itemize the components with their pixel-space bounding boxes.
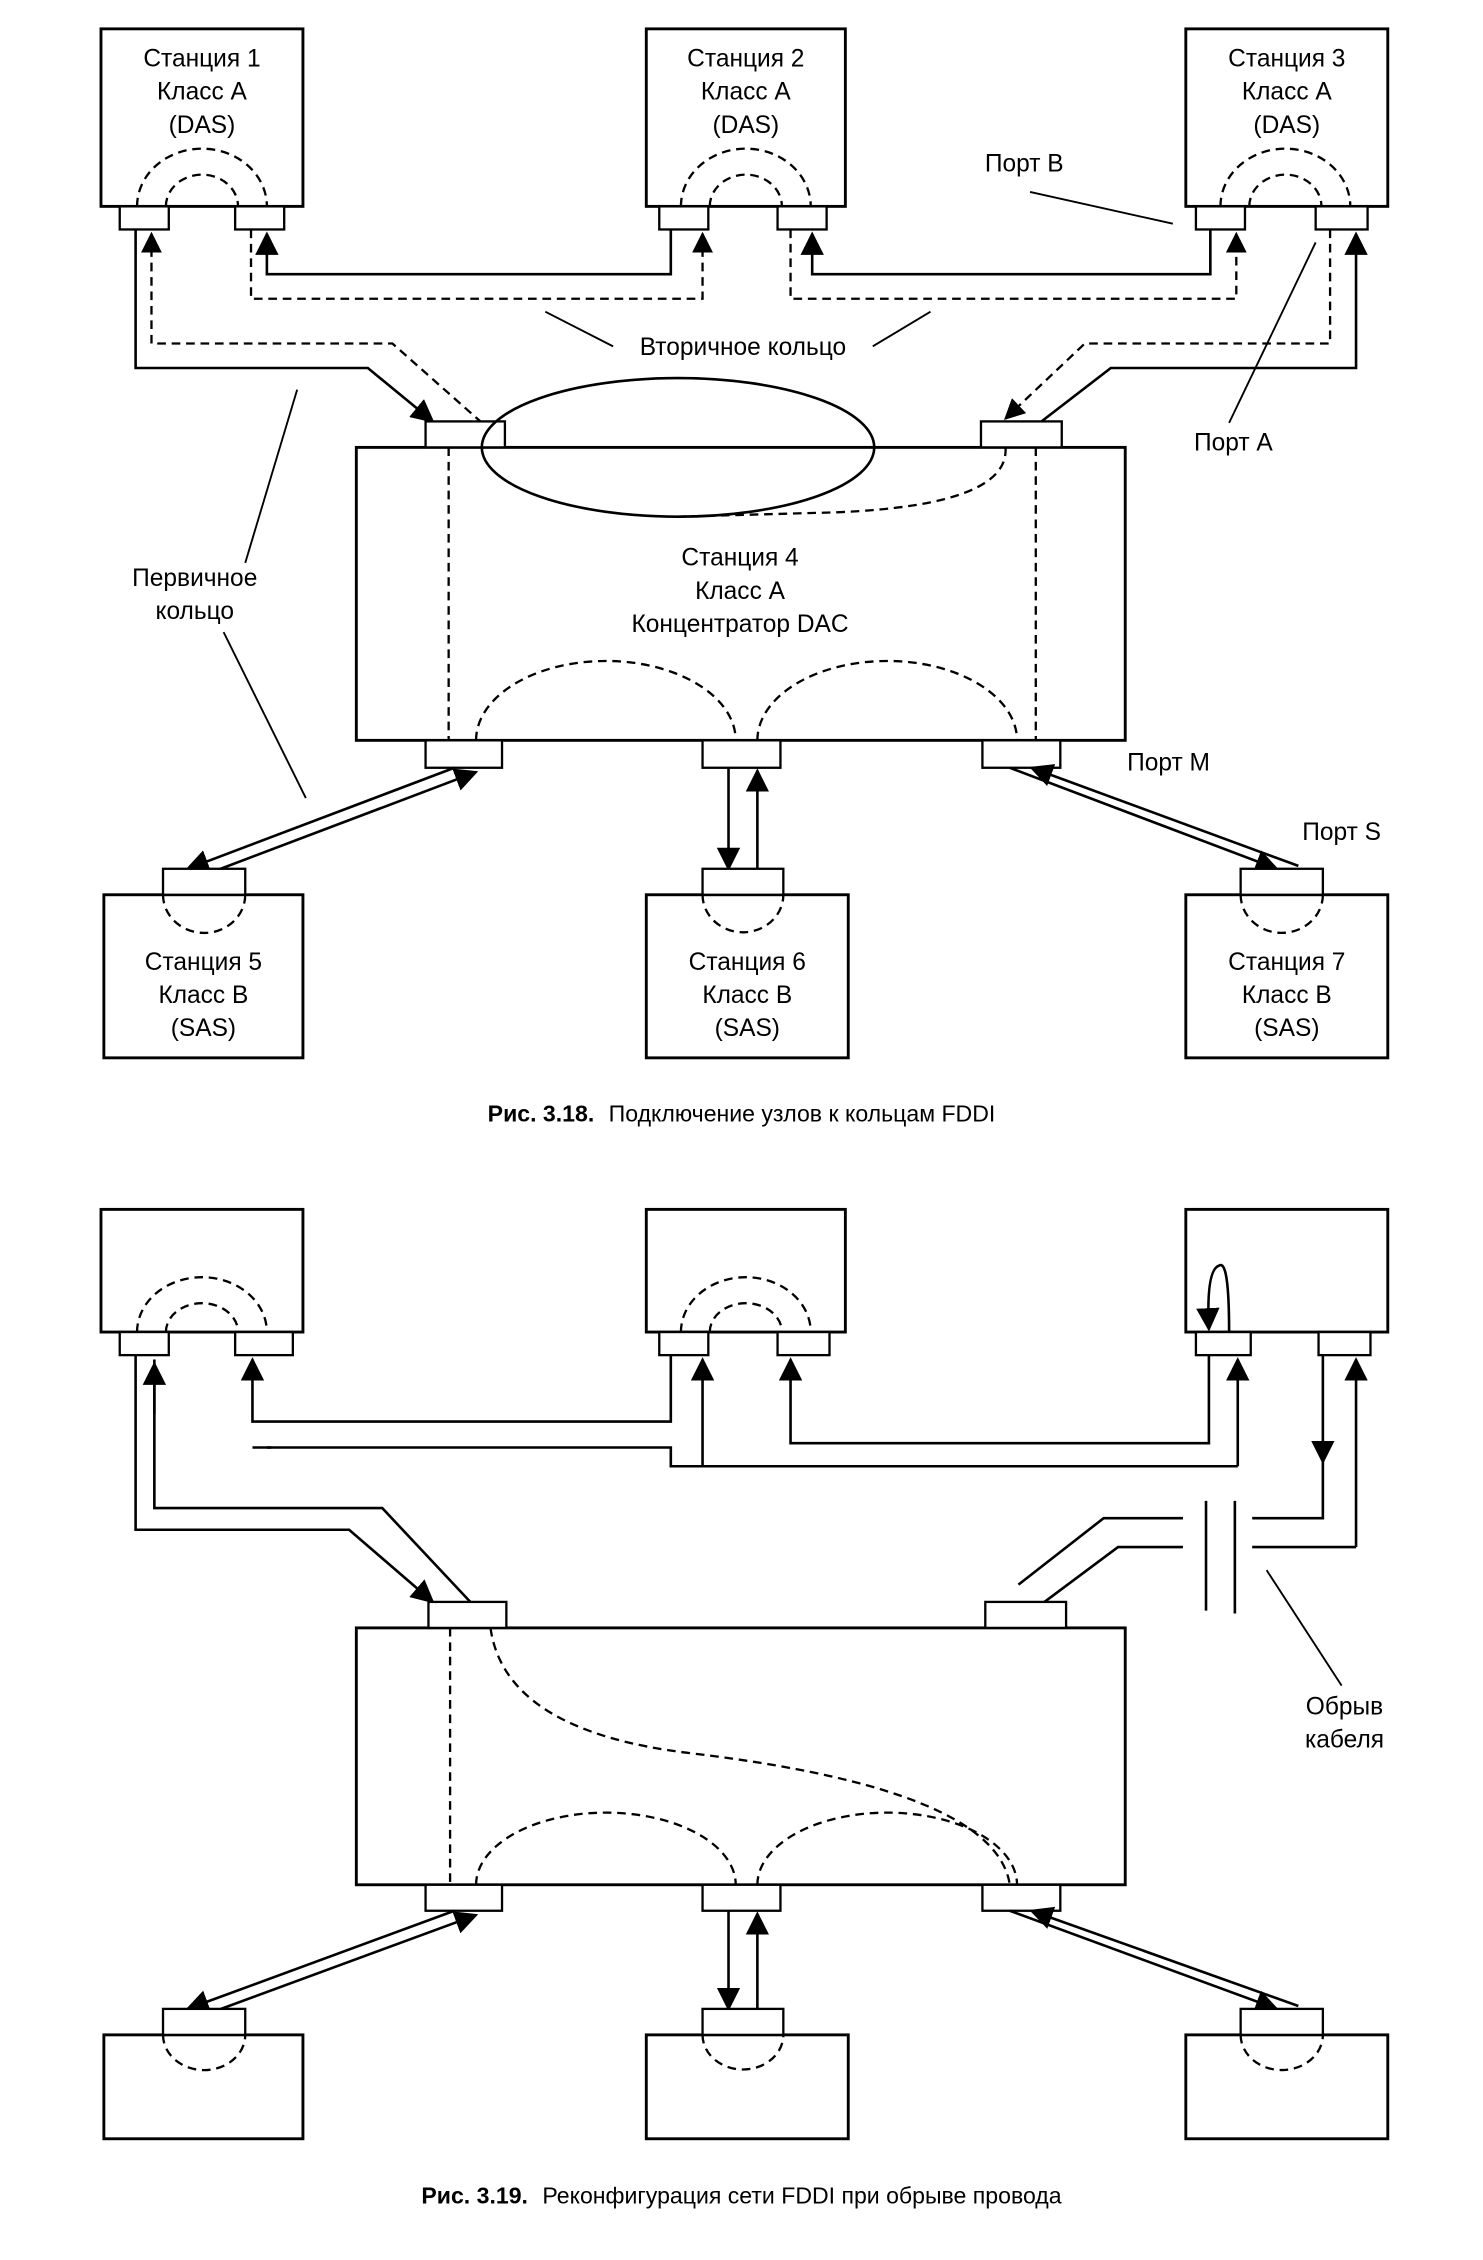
station-7-class: Класс В — [1242, 982, 1332, 1009]
secondary-ring-label: Вторичное кольцо — [640, 334, 846, 361]
cable-break-label-1: Обрыв — [1306, 1693, 1383, 1720]
figure-3-19: Обрыв кабеля Рис. 3.19. Реконф — [99, 1207, 1390, 2209]
station-6-type: (SAS) — [715, 1015, 780, 1042]
station-4-port-m3 — [981, 739, 1062, 769]
secondary-ring-ellipse — [480, 376, 876, 518]
station-7-name: Станция 7 — [1228, 949, 1345, 976]
station-2-reconfigured — [644, 1207, 847, 1334]
primary-ring-label-1: Первичное — [132, 565, 257, 592]
port-b-label: Порт В — [985, 151, 1064, 178]
cable-break-label-2: кабеля — [1305, 1727, 1384, 1754]
station-5-type: (SAS) — [171, 1015, 236, 1042]
station-4-port-b — [979, 420, 1063, 449]
station-2: Станция 2 Класс А (DAS) — [644, 27, 847, 231]
station-6-class: Класс В — [702, 982, 792, 1009]
port-m-label: Порт М — [1127, 750, 1210, 777]
figure-3-19-caption: Рис. 3.19. Реконфигурация сети FDDI при … — [421, 2183, 1061, 2209]
port-s-label: Порт S — [1302, 819, 1381, 846]
station-4-reconfigured — [354, 1626, 1127, 1887]
station-1-type: (DAS) — [169, 112, 236, 139]
station-1-port-b — [233, 205, 286, 231]
figure-3-18-caption: Рис. 3.18. Подключение узлов к кольцам F… — [488, 1100, 996, 1126]
station-2-class: Класс А — [701, 79, 792, 106]
station-4-type: Концентратор DAC — [632, 611, 849, 638]
station-2-type: (DAS) — [712, 112, 779, 139]
station-7-type: (SAS) — [1254, 1015, 1319, 1042]
station-1-port-a — [118, 205, 170, 231]
station-4-name: Станция 4 — [681, 545, 798, 572]
figure-3-19-number: Рис. 3.19. — [421, 2183, 528, 2209]
station-5: Станция 5 Класс В (SAS) — [102, 867, 305, 1060]
station-4-port-m2 — [701, 739, 782, 769]
station-1: Станция 1 Класс А (DAS) — [99, 27, 305, 231]
station-3-reconfigured — [1184, 1207, 1390, 1334]
station-3-name: Станция 3 — [1228, 45, 1345, 72]
station-6-name: Станция 6 — [689, 949, 806, 976]
station-5-name: Станция 5 — [145, 949, 262, 976]
station-6: Станция 6 Класс В (SAS) — [644, 867, 850, 1060]
station-5-reconfigured — [102, 2033, 305, 2141]
station-1-class: Класс А — [157, 79, 248, 106]
port-a-label: Порт А — [1194, 429, 1273, 456]
station-3-class: Класс А — [1242, 79, 1333, 106]
station-5-class: Класс В — [158, 982, 248, 1009]
station-4-port-m1 — [424, 739, 504, 769]
station-6-reconfigured — [644, 2033, 850, 2141]
station-2-name: Станция 2 — [687, 45, 804, 72]
primary-ring-label-2: кольцо — [155, 598, 234, 625]
station-7: Станция 7 Класс В (SAS) — [1184, 867, 1390, 1060]
figure-3-18: Станция 1 Класс А (DAS) Станция 2 Класс … — [99, 27, 1390, 1126]
station-3-type: (DAS) — [1253, 112, 1320, 139]
figure-3-18-title: Подключение узлов к кольцам FDDI — [609, 1100, 996, 1126]
figure-3-19-title: Реконфигурация сети FDDI при обрыве пров… — [542, 2183, 1061, 2209]
station-7-reconfigured — [1184, 2033, 1390, 2141]
wrap-loop — [1196, 1263, 1231, 1333]
figure-3-18-number: Рис. 3.18. — [488, 1100, 595, 1126]
station-4: Станция 4 Класс А Концентратор DAC — [354, 376, 1127, 769]
station-1-name: Станция 1 — [143, 45, 260, 72]
station-1-reconfigured — [99, 1207, 305, 1334]
station-3: Станция 3 Класс А (DAS) — [1184, 27, 1390, 231]
station-4-class: Класс А — [695, 578, 786, 605]
